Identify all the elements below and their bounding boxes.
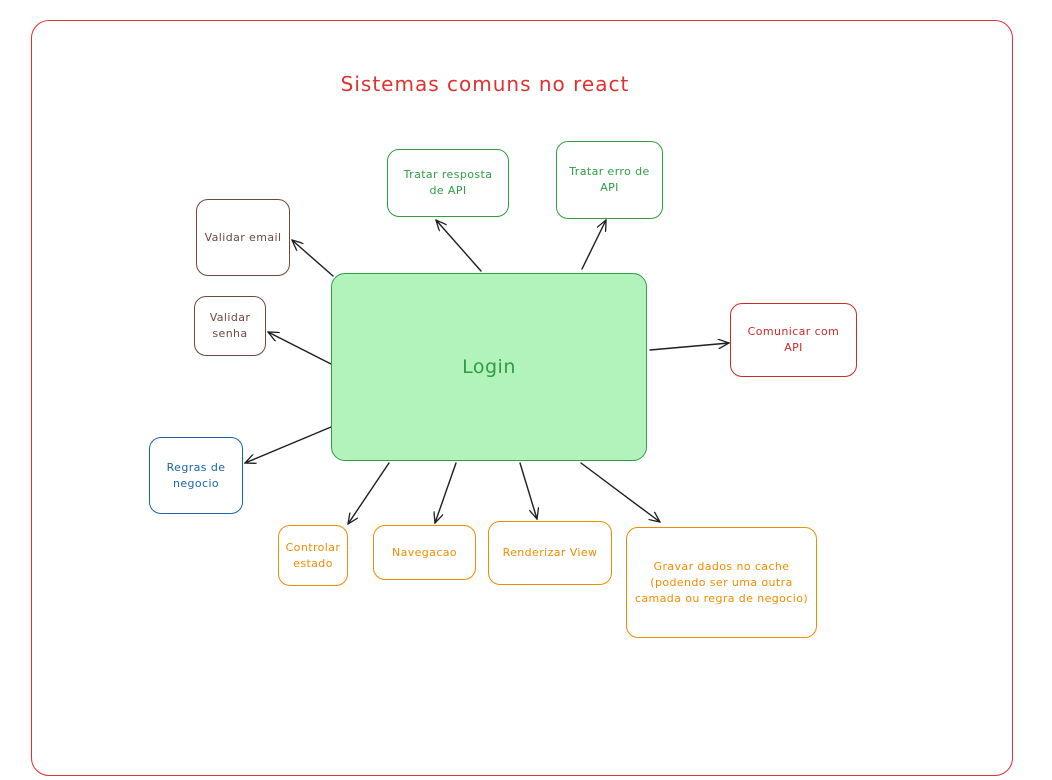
node-gravar-cache-label: Gravar dados no cache (podendo ser uma o…	[634, 559, 809, 605]
node-comunicar-api-label: Comunicar com API	[747, 325, 840, 354]
node-gravar-cache[interactable]: Gravar dados no cache (podendo ser uma o…	[626, 527, 817, 638]
node-navegacao[interactable]: Navegacao	[373, 525, 476, 580]
canvas-frame	[31, 20, 1013, 776]
node-validar-email[interactable]: Validar email	[196, 199, 290, 276]
node-validar-senha-label: Validar senha	[209, 311, 251, 340]
arrow-to-comunicar-api	[649, 343, 729, 351]
login-label: Login	[462, 356, 516, 378]
node-tratar-resposta-label: Tratar resposta de API	[403, 168, 493, 197]
arrow-to-controlar-estado	[348, 462, 390, 524]
arrow-to-validar-email	[292, 240, 334, 277]
arrow-to-renderizar-view	[519, 462, 537, 519]
node-regras-negocio-label: Regras de negocio	[166, 460, 226, 490]
node-validar-email-label: Validar email	[204, 230, 282, 244]
node-tratar-resposta[interactable]: Tratar resposta de API	[387, 149, 509, 217]
node-comunicar-api[interactable]: Comunicar com API	[730, 303, 857, 377]
node-renderizar-view-label: Renderizar View	[502, 546, 598, 559]
arrow-to-navegacao	[435, 462, 457, 523]
login-node[interactable]: Login	[331, 273, 647, 461]
diagram-title: Sistemas comuns no react	[340, 72, 630, 96]
arrow-to-gravar-cache	[580, 462, 660, 522]
node-controlar-estado[interactable]: Controlar estado	[278, 525, 348, 586]
node-validar-senha[interactable]: Validar senha	[194, 296, 266, 356]
arrow-to-tratar-erro	[581, 220, 607, 270]
arrow-to-validar-senha	[268, 332, 334, 366]
node-tratar-erro[interactable]: Tratar erro de API	[556, 141, 663, 219]
node-tratar-erro-label: Tratar erro de API	[569, 165, 650, 194]
arrow-to-tratar-resposta	[436, 220, 482, 272]
node-navegacao-label: Navegacao	[391, 545, 458, 559]
node-regras-negocio[interactable]: Regras de negocio	[149, 437, 243, 514]
node-renderizar-view[interactable]: Renderizar View	[488, 521, 612, 585]
arrow-to-regras-negocio	[245, 426, 332, 463]
node-controlar-estado-label: Controlar estado	[285, 540, 341, 570]
